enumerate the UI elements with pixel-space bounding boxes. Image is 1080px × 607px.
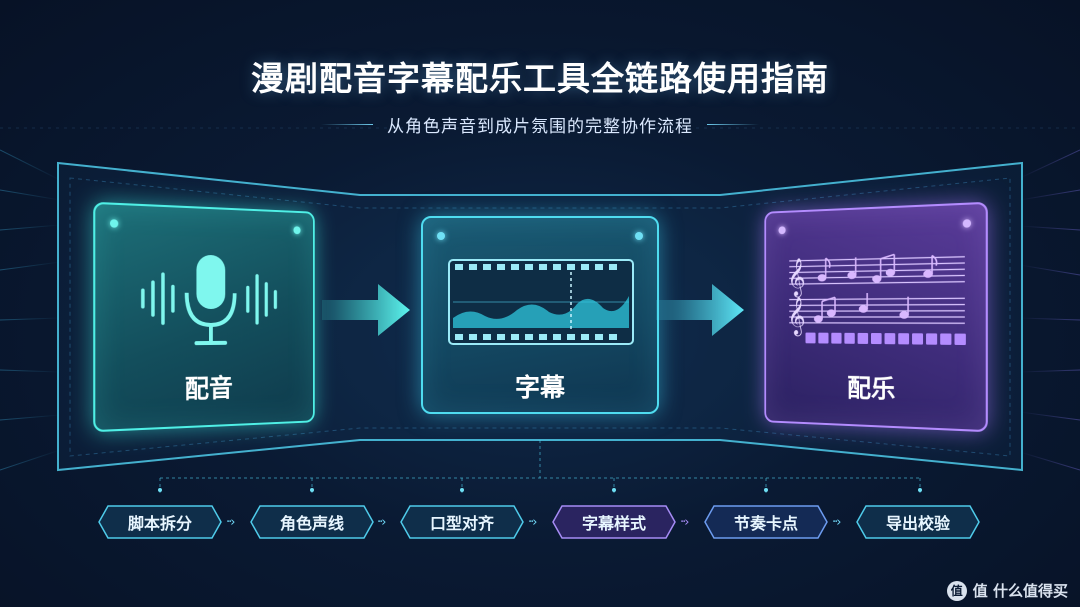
svg-text:𝄞: 𝄞: [787, 257, 805, 298]
step-lip-sync[interactable]: 口型对齐: [400, 505, 524, 539]
step-chevron-icon: ··›: [832, 515, 842, 530]
subtitle-divider-right: [707, 123, 759, 125]
step-voice-line[interactable]: 角色声线: [250, 505, 374, 539]
microphone-waveform-icon: [137, 254, 281, 350]
page-subtitle: 从角色声音到成片氛围的完整协作流程: [387, 116, 693, 137]
step-label: 导出校验: [885, 514, 950, 533]
step-script-split[interactable]: 脚本拆分: [98, 505, 222, 539]
step-export-check[interactable]: 导出校验: [856, 505, 980, 539]
subtitle-row: 从角色声音到成片氛围的完整协作流程: [0, 112, 1080, 137]
music-score-icon: 𝄞 𝄞: [786, 244, 969, 346]
step-subtitle-style[interactable]: 字幕样式: [552, 505, 676, 539]
workflow-steps: 脚本拆分 ··› 角色声线 ··› 口型对齐 ··› 字幕样式 ··› 节奏卡点…: [0, 505, 1080, 541]
subtitle-card-label: 字幕: [514, 373, 565, 402]
step-label: 字幕样式: [581, 514, 646, 533]
flow-arrow-icon: [656, 284, 744, 336]
subtitle-card[interactable]: 字幕: [421, 216, 659, 414]
watermark-logo-icon: 值: [946, 580, 967, 601]
music-card[interactable]: 𝄞 𝄞 配乐: [764, 201, 988, 433]
step-shape: [250, 505, 374, 539]
page-title: 漫剧配音字幕配乐工具全链路使用指南: [251, 59, 829, 98]
step-chevron-icon: ··›: [377, 515, 387, 530]
card-corner-dot: [635, 232, 643, 240]
card-corner-dot: [778, 226, 786, 235]
watermark: 值 值 什么值得买: [946, 580, 1068, 601]
step-chevron-icon: ··›: [528, 515, 538, 530]
step-label: 节奏卡点: [733, 514, 798, 533]
step-shape: [704, 505, 828, 539]
card-corner-dot: [437, 232, 445, 240]
step-label: 脚本拆分: [127, 514, 192, 533]
card-corner-dot: [293, 226, 301, 235]
card-corner-dot: [109, 219, 119, 228]
film-strip-waveform-icon: [448, 259, 634, 345]
step-chevron-icon: ··›: [226, 515, 236, 530]
dubbing-card[interactable]: 配音: [93, 201, 315, 433]
step-label: 角色声线: [279, 514, 344, 533]
step-shape: [98, 505, 222, 539]
step-shape: [400, 505, 524, 539]
music-card-label: 配乐: [847, 373, 896, 404]
step-rhythm-beat[interactable]: 节奏卡点: [704, 505, 828, 539]
step-shape: [856, 505, 980, 539]
step-label: 口型对齐: [429, 514, 494, 533]
step-shape: [552, 505, 676, 539]
card-corner-dot: [962, 219, 972, 228]
watermark-text: 值 什么值得买: [972, 582, 1068, 600]
subtitle-divider-left: [321, 123, 373, 125]
dubbing-card-label: 配音: [184, 373, 233, 404]
flow-arrow-icon: [322, 284, 410, 336]
svg-text:𝄞: 𝄞: [787, 296, 805, 337]
step-chevron-icon: ··›: [680, 515, 690, 530]
